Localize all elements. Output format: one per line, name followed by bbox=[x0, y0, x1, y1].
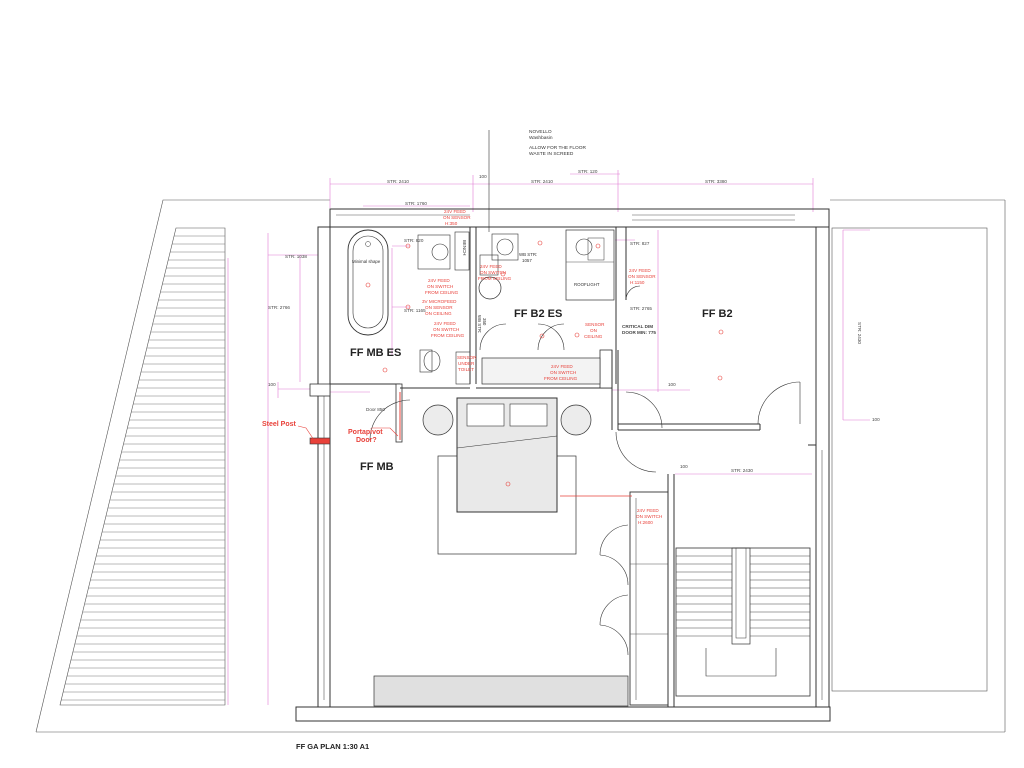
feed-switch-wardrobe-line3: H:2600 bbox=[638, 520, 653, 525]
rooflight-label: ROOFLIGHT bbox=[574, 282, 600, 287]
feed-sensor-label-line3: H:350 bbox=[445, 221, 458, 226]
feed-sensor-label-line1: 24V FEED bbox=[444, 209, 466, 214]
bedside-table-left bbox=[422, 404, 454, 436]
sensor-under-toilet-line1: SENSOR bbox=[457, 355, 477, 360]
critical-dim-label-line2: DOOR MIN: 775 bbox=[622, 330, 656, 335]
microfeed-label-line2: ON SENSOR bbox=[425, 305, 453, 310]
steel-post-leader bbox=[297, 425, 315, 441]
feed-switch-ceiling-mbes-line3: FROM CEILING bbox=[425, 290, 459, 295]
feed-switch-c-line1: 24V FEED bbox=[434, 321, 456, 326]
floor-waste-note-line2: WASTE IN SCREED bbox=[529, 151, 574, 157]
feed-switch-wardrobe-line1: 24V FEED bbox=[637, 508, 659, 513]
mb-washbasin bbox=[417, 234, 451, 270]
dim-100-top: 100 bbox=[479, 174, 487, 179]
b2-es-counter bbox=[481, 357, 601, 385]
dim-100-mid: 100 bbox=[668, 382, 676, 387]
feed-switch-c-line2: ON SWITCH bbox=[433, 327, 459, 332]
mb-toilet bbox=[419, 349, 441, 373]
feed-switch-c-line3: FROM CEILING bbox=[431, 333, 465, 338]
microfeed-label-line1: 3V MICROFEED bbox=[422, 299, 457, 304]
room-label-ff-mb-es: FF MB ES bbox=[350, 347, 401, 359]
dim-str-827: STR: 827 bbox=[630, 241, 650, 246]
door-850-label: Door 850 bbox=[366, 407, 385, 412]
wb-str-label: WB STR: bbox=[519, 252, 537, 257]
dim-str-2766: STR: 2766 bbox=[268, 305, 290, 310]
steel-post-label: Steel Post bbox=[262, 421, 297, 428]
portapivot-label-line1: Portapivot bbox=[348, 429, 383, 436]
dim-str-120: STR: 120 bbox=[578, 169, 598, 174]
dim-str-2410-a: STR: 2410 bbox=[387, 179, 409, 184]
feed-switch-ceiling-b2es-line2: ON SWITCH bbox=[480, 270, 506, 275]
dim-str-1760: STR: 1760 bbox=[405, 201, 427, 206]
dim-100-left: 100 bbox=[268, 382, 276, 387]
wb-str-value: 1057 bbox=[522, 258, 532, 263]
sensor-ceiling-line3: CEILING bbox=[584, 334, 603, 339]
feed-switch-ceiling-b2es-line3: FROM CEILING bbox=[478, 276, 512, 281]
dim-str-820: STR: 820 bbox=[404, 238, 424, 243]
wb-str2-label: WB STR: bbox=[477, 315, 482, 333]
dim-100-right: 100 bbox=[872, 417, 880, 422]
critical-dim-label-line1: CRITICAL DIM bbox=[622, 324, 653, 329]
electrical-points bbox=[365, 240, 724, 487]
room-label-ff-mb: FF MB bbox=[360, 461, 394, 473]
bedside-table-right bbox=[560, 404, 592, 436]
dim-str-1165: STR: 1165 bbox=[404, 308, 426, 313]
dim-str-2430-horizontal: STR: 2430 bbox=[731, 468, 753, 473]
dim-str-3380: STR: 3380 bbox=[705, 179, 727, 184]
bathtub-label: Minimal shape bbox=[352, 259, 381, 264]
feed-switch-ceiling-mbes-line1: 24V FEED bbox=[428, 278, 450, 283]
sensor-ceiling-line1: SENSOR bbox=[585, 322, 605, 327]
room-label-ff-b2: FF B2 bbox=[702, 308, 733, 320]
feed-sensor-b2-line3: H:1150 bbox=[630, 280, 645, 285]
feed-switch-from-ceiling-line3: FROM CEILING bbox=[544, 376, 578, 381]
dim-str-1038: STR: 1038 bbox=[285, 254, 307, 259]
floor-waste-note-line1: ALLOW FOR THE FLOOR bbox=[529, 145, 586, 151]
dim-str-2765: STR: 2765 bbox=[630, 306, 652, 311]
feed-switch-from-ceiling-line2: ON SWITCH bbox=[550, 370, 576, 375]
dim-str-2430-vertical: STR: 2430 bbox=[857, 322, 862, 344]
b2-toilet bbox=[478, 254, 502, 300]
feed-switch-ceiling-b2es-line1: 24V FEED bbox=[480, 264, 502, 269]
sensor-under-toilet-line2: UNDER bbox=[458, 361, 475, 366]
portapivot-label-line2: Door? bbox=[356, 437, 377, 444]
staircase bbox=[675, 547, 811, 697]
building-walls bbox=[295, 208, 831, 722]
site-boundary bbox=[35, 199, 1006, 733]
drawing-title: FF GA PLAN 1:30 A1 bbox=[296, 742, 369, 751]
mb-es-counter bbox=[455, 351, 471, 385]
feed-switch-ceiling-mbes-line2: ON SWITCH bbox=[427, 284, 453, 289]
microfeed-label-line3: ON CEILING bbox=[425, 311, 452, 316]
dim-str-2410-b: STR: 2410 bbox=[531, 179, 553, 184]
feed-switch-from-ceiling-line1: 24V FEED bbox=[551, 364, 573, 369]
sensor-ceiling-line2: ON bbox=[590, 328, 597, 333]
feed-sensor-label-line2: ON SENSOR bbox=[443, 215, 471, 220]
feed-sensor-b2-line2: ON SENSOR bbox=[628, 274, 656, 279]
door-swings bbox=[369, 285, 801, 656]
sensor-under-toilet-line3: TOILET bbox=[458, 367, 474, 372]
bathtub bbox=[347, 229, 389, 336]
novello-note-line1: NOVELLO bbox=[529, 129, 552, 135]
bench-seat bbox=[373, 675, 629, 707]
room-label-ff-b2-es: FF B2 ES bbox=[514, 308, 562, 320]
bench bbox=[454, 231, 470, 271]
b2-washbasin bbox=[491, 233, 519, 261]
double-bed bbox=[437, 397, 577, 555]
setting-out-lines bbox=[227, 170, 870, 705]
b2-shower bbox=[565, 229, 615, 301]
novello-note-line2: Washbasin bbox=[529, 135, 553, 141]
bench-label: BENCH bbox=[462, 240, 467, 255]
dim-100-low: 100 bbox=[680, 464, 688, 469]
right-terrace bbox=[831, 227, 988, 692]
portapivot-leader bbox=[372, 427, 399, 437]
feed-sensor-b2-line1: 24V FEED bbox=[629, 268, 651, 273]
left-terrace-decking bbox=[59, 227, 226, 706]
wb-str2-value: 350 bbox=[482, 318, 487, 326]
feed-switch-wardrobe-line2: ON SWITCH bbox=[636, 514, 662, 519]
